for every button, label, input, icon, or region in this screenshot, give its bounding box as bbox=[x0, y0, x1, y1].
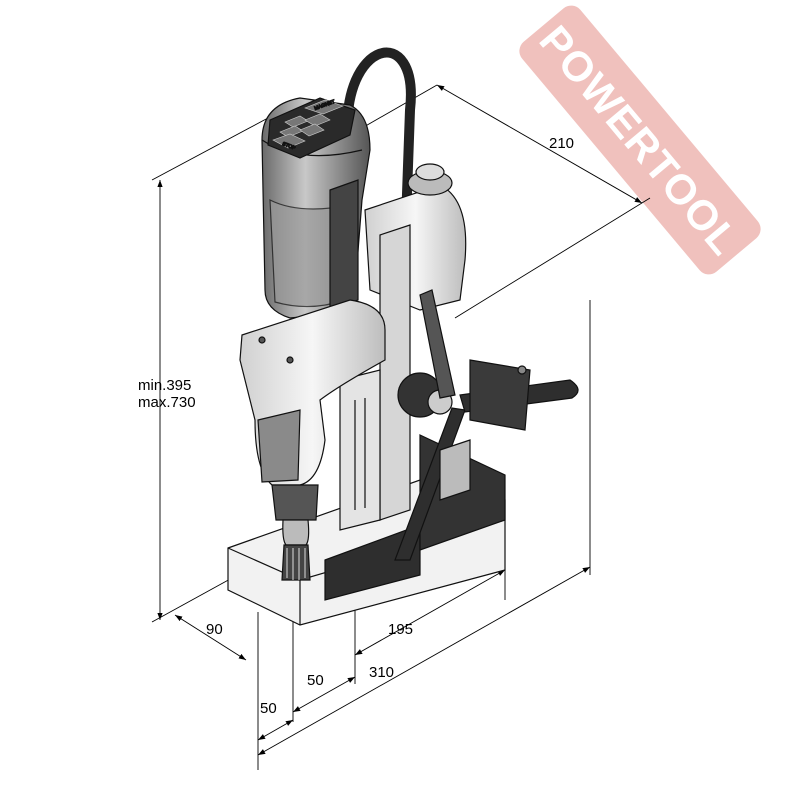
core-cutter bbox=[281, 544, 311, 581]
side-grip bbox=[329, 179, 359, 311]
chuck bbox=[271, 484, 319, 521]
base-front-label: 90 bbox=[206, 621, 223, 638]
extension-line bbox=[454, 197, 651, 319]
depth-dim-line bbox=[436, 84, 643, 204]
dimension-lines bbox=[151, 84, 651, 770]
panel-button[interactable] bbox=[299, 123, 325, 137]
stop-button[interactable]: STOP bbox=[272, 133, 306, 152]
extension-line bbox=[361, 84, 438, 129]
overall-length-label: 310 bbox=[369, 664, 394, 681]
panel-button[interactable] bbox=[304, 113, 331, 127]
power-cable bbox=[342, 47, 416, 251]
offset-upper-label: 50 bbox=[307, 672, 324, 689]
base-front-dim-line bbox=[174, 614, 247, 661]
magnet-button[interactable]: MAGNET bbox=[304, 98, 344, 115]
magnet-block bbox=[324, 524, 421, 601]
extension-line bbox=[151, 577, 233, 623]
stop-button-label: STOP bbox=[281, 141, 296, 151]
feed-handle-arm[interactable] bbox=[419, 289, 456, 399]
feed-handle-arm[interactable] bbox=[394, 407, 466, 561]
offset-lower-label: 50 bbox=[260, 700, 277, 717]
magnetic-drill: MAGNET STOP bbox=[227, 47, 579, 626]
base-width-label: 195 bbox=[388, 621, 413, 638]
extension-line bbox=[151, 117, 269, 181]
height-min-label: min.395 bbox=[138, 377, 191, 394]
overall-length-dim-line bbox=[257, 566, 591, 756]
offset-upper-dim-line bbox=[292, 676, 356, 713]
height-max-label: max.730 bbox=[138, 394, 196, 411]
depth-label: 210 bbox=[549, 135, 574, 152]
offset-lower-dim-line bbox=[257, 719, 294, 741]
drill-column bbox=[379, 224, 411, 521]
